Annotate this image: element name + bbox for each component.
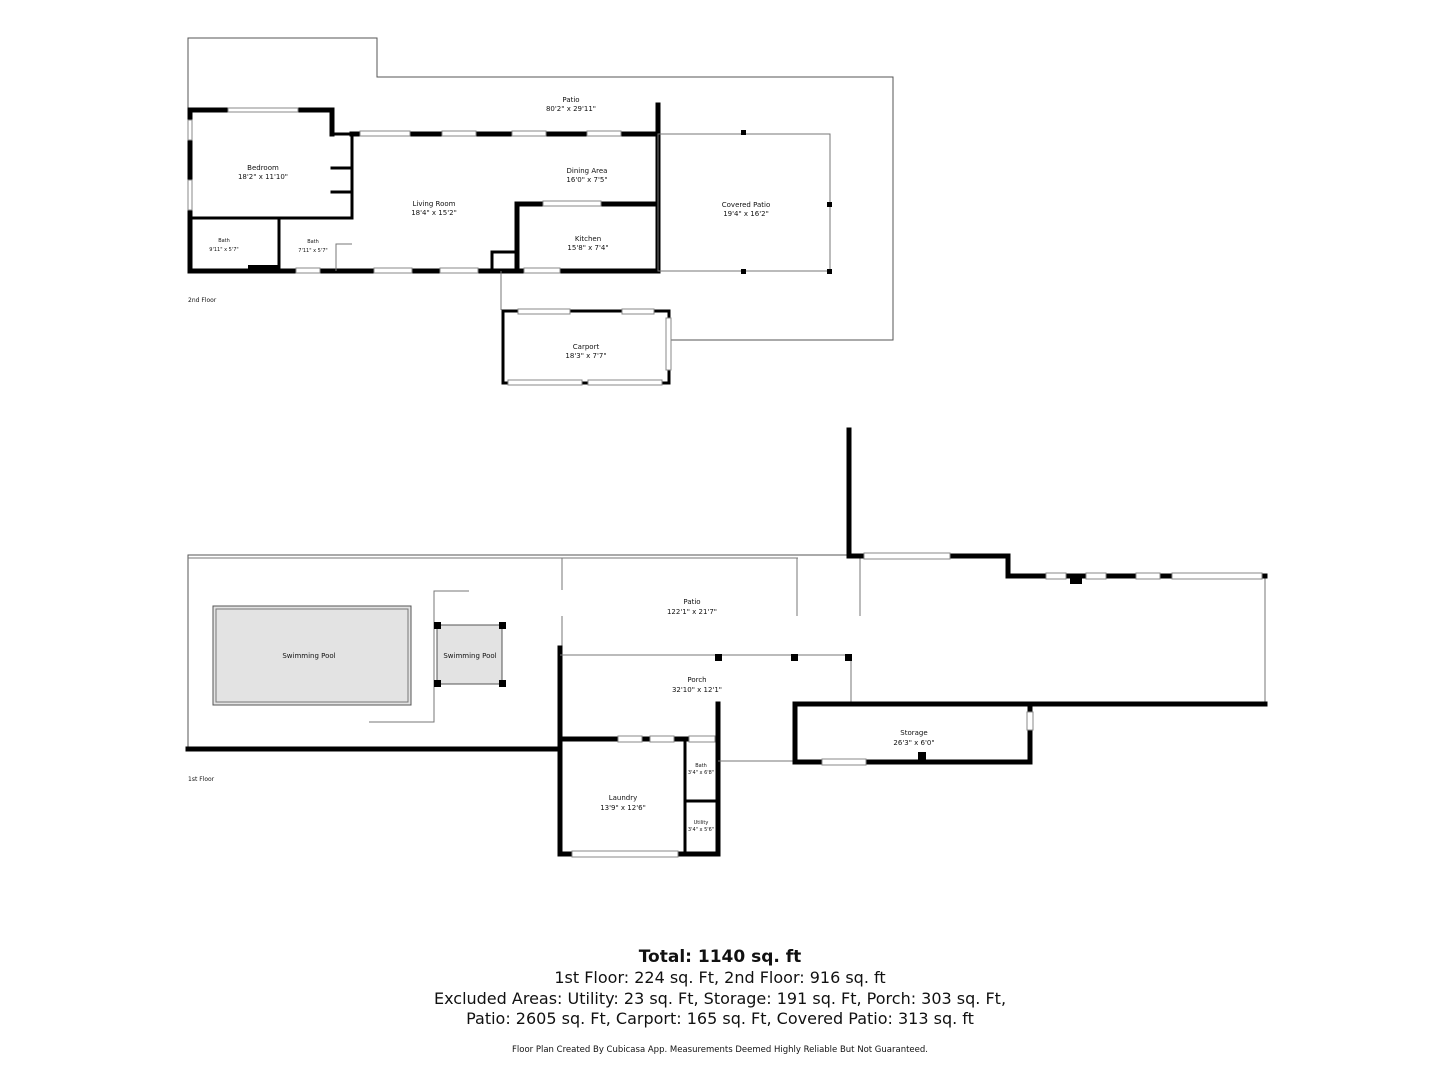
north-window-4: [1135, 572, 1161, 580]
bath-closet: [335, 243, 352, 271]
bedroom-name: Bedroom: [247, 164, 279, 172]
bath-window: [295, 267, 321, 274]
bedroom-window-side-2: [187, 179, 193, 211]
kitchen-name: Kitchen: [575, 235, 601, 243]
bath-a-name: Bath: [218, 238, 230, 244]
kitchen-window-south: [523, 267, 561, 274]
bath-a-dims: 9'11" x 5'7": [209, 247, 238, 253]
patio-top-dims: 80'2" x 29'11": [546, 105, 596, 113]
pool-deck-edge: [369, 590, 469, 723]
bedroom-walls: [187, 107, 355, 274]
entry-nook: [490, 250, 519, 273]
swimming-pool-main: [212, 605, 412, 706]
kitchen-window: [542, 200, 602, 207]
credit-note: Floor Plan Created By Cubicasa App. Meas…: [512, 1045, 928, 1055]
dining-window-2: [586, 130, 622, 137]
carport-window-2: [621, 308, 655, 315]
living-room-dims: 18'4" x 15'2": [411, 209, 457, 217]
patio-outline-top: [187, 37, 894, 341]
laundry-dims: 13'9" x 12'6": [600, 804, 646, 812]
covered-patio-name: Covered Patio: [722, 201, 771, 209]
patio-top-name: Patio: [562, 96, 579, 104]
storage-walls: [792, 701, 1268, 765]
kitchen-walls: [514, 201, 661, 274]
closet-wall: [330, 132, 354, 220]
pool-main-name: Swimming Pool: [282, 652, 335, 660]
carport-window-4: [587, 379, 663, 386]
second-floor-label: 2nd Floor: [188, 297, 217, 304]
north-window-3: [1085, 572, 1107, 580]
swimming-pool-small: [436, 624, 503, 685]
carport-window: [517, 308, 571, 315]
total-area: Total: 1140 sq. ft: [638, 947, 802, 967]
living-room-name: Living Room: [413, 200, 456, 208]
excluded-areas-cont: Patio: 2605 sq. Ft, Carport: 165 sq. Ft,…: [466, 1009, 974, 1028]
patio-outline-bottom: [187, 554, 849, 749]
dining-window: [511, 130, 547, 137]
bath-b-name: Bath: [307, 239, 319, 245]
storage-name: Storage: [900, 729, 927, 737]
utility-name: Utility: [694, 820, 709, 826]
bedroom-window-side: [187, 119, 193, 141]
bath-c-dims: 3'4" x 6'8": [688, 770, 714, 776]
floor-plan-drawing: Patio 80'2" x 29'11" Bedroom 18'2" x 11'…: [185, 37, 1268, 858]
utility-dims: 3'4" x 5'6": [688, 827, 714, 833]
living-window-south-2: [439, 267, 479, 274]
storage-dims: 26'3" x 6'0": [893, 739, 934, 747]
dining-area-dims: 16'0" x 7'5": [566, 176, 607, 184]
bath-b-dims: 7'11" x 5'7": [298, 248, 327, 254]
second-floor-plan: Patio 80'2" x 29'11" Bedroom 18'2" x 11'…: [187, 37, 894, 386]
north-window-5: [1171, 572, 1263, 580]
covered-patio-dims: 19'4" x 16'2": [723, 210, 769, 218]
living-window: [359, 130, 411, 137]
first-floor-label: 1st Floor: [188, 776, 215, 783]
pool-small-name: Swimming Pool: [443, 652, 496, 660]
laundry-walls-east: [557, 736, 721, 857]
living-window-2: [441, 130, 477, 137]
patio-bottom-dims: 122'1" x 21'7": [667, 608, 717, 616]
living-window-south: [373, 267, 413, 274]
carport-window-3: [507, 379, 583, 386]
first-floor-plan: Patio 122'1" x 21'7" Swimming Pool Swimm…: [185, 427, 1268, 858]
floor-areas: 1st Floor: 224 sq. Ft, 2nd Floor: 916 sq…: [554, 968, 886, 987]
bedroom-window: [227, 107, 299, 113]
laundry-walls: [557, 701, 721, 742]
dining-area-name: Dining Area: [567, 167, 608, 175]
carport-window-5: [665, 317, 672, 371]
carport-name: Carport: [573, 343, 600, 351]
porch-dims: 32'10" x 12'1": [672, 686, 722, 694]
bath-c-name: Bath: [695, 763, 707, 769]
excluded-areas: Excluded Areas: Utility: 23 sq. Ft, Stor…: [433, 988, 1007, 1008]
north-window: [863, 552, 951, 560]
porch-name: Porch: [687, 676, 706, 684]
bath-fixture: [248, 265, 278, 271]
patio-bottom-name: Patio: [683, 598, 700, 606]
north-window-2: [1045, 572, 1067, 580]
laundry-name: Laundry: [609, 794, 638, 802]
main-walls: [349, 102, 661, 137]
kitchen-dims: 15'8" x 7'4": [567, 244, 608, 252]
bedroom-dims: 18'2" x 11'10": [238, 173, 288, 181]
carport-dims: 18'3" x 7'7": [565, 352, 606, 360]
area-summary: Total: 1140 sq. ft 1st Floor: 224 sq. Ft…: [0, 946, 1440, 1030]
